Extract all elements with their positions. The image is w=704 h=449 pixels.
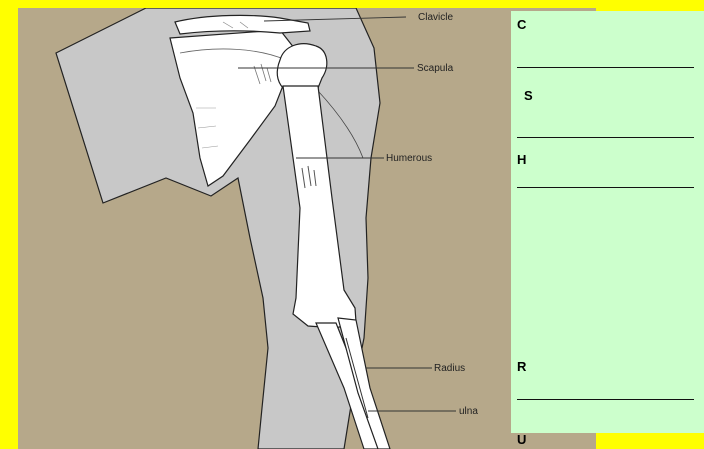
humerus-label: Humerous <box>386 153 432 164</box>
radius-label: Radius <box>434 363 465 374</box>
clavicle-label: Clavicle <box>418 12 453 23</box>
answer-line-4[interactable] <box>517 399 694 400</box>
letter-u: U <box>517 432 526 447</box>
arm-skeleton-diagram: Clavicle Scapula Humerous Radius ulna <box>18 8 596 449</box>
answer-line-3[interactable] <box>517 187 694 188</box>
answer-panel <box>511 11 704 433</box>
answer-line-1[interactable] <box>517 67 694 68</box>
answer-line-2[interactable] <box>517 137 694 138</box>
scapula-label: Scapula <box>417 63 454 74</box>
ulna-label: ulna <box>459 406 478 417</box>
letter-r: R <box>517 359 526 374</box>
letter-c: C <box>517 17 526 32</box>
letter-s: S <box>524 88 533 103</box>
letter-h: H <box>517 152 526 167</box>
